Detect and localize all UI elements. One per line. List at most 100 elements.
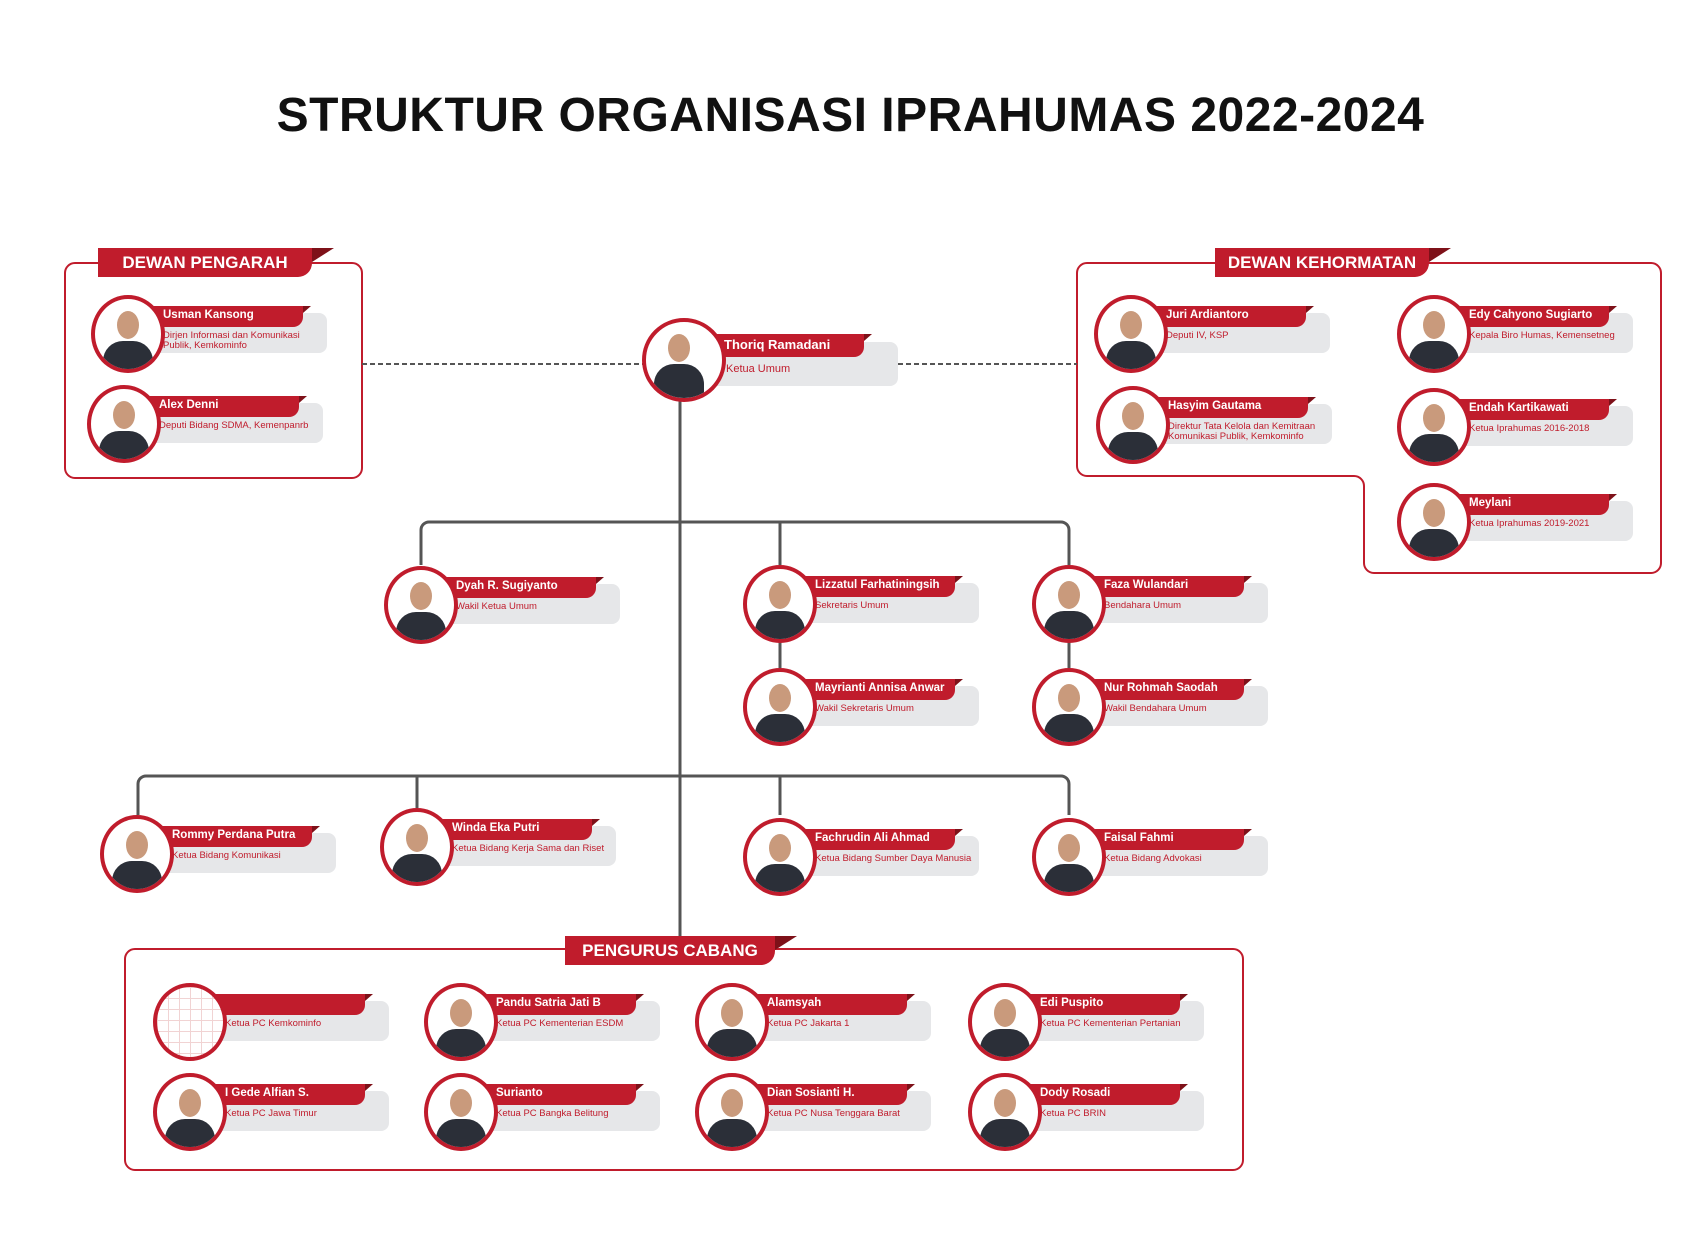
person-body-icon xyxy=(112,861,162,889)
person-body-icon xyxy=(99,431,149,459)
member-photo xyxy=(1397,295,1471,373)
member-role: Direktur Tata Kelola dan Kemitraan Komun… xyxy=(1168,421,1316,442)
member-role: Dirjen Informasi dan Komunikasi Publik, … xyxy=(163,330,300,351)
person-body-icon xyxy=(436,1029,486,1057)
member-role: Ketua PC Kementerian ESDM xyxy=(496,1018,624,1029)
member-role: Wakil Ketua Umum xyxy=(456,601,537,612)
member-card: Faza Wulandari Bendahara Umum xyxy=(1032,561,1272,643)
member-name: Dian Sosianti H. xyxy=(767,1087,855,1099)
name-banner xyxy=(416,819,600,840)
member-role: Ketua Iprahumas 2019-2021 xyxy=(1469,518,1590,529)
member-card: Winda Eka Putri Ketua Bidang Kerja Sama … xyxy=(380,804,620,886)
member-card: Pandu Satria Jati B Ketua PC Kementerian… xyxy=(424,979,664,1061)
name-banner xyxy=(731,994,915,1015)
person-head-icon xyxy=(1423,499,1445,527)
dewan-kehormatan-header: DEWAN KEHORMATAN xyxy=(1215,248,1451,277)
person-head-icon xyxy=(994,1089,1016,1117)
member-photo xyxy=(153,1073,227,1151)
member-role: Kepala Biro Humas, Kemensetneg xyxy=(1469,330,1615,341)
member-photo xyxy=(1397,483,1471,561)
member-name: Pandu Satria Jati B xyxy=(496,997,601,1009)
name-banner xyxy=(420,577,604,598)
dewan-kehormatan-frame xyxy=(1076,262,1662,574)
member-role: Ketua PC Nusa Tenggara Barat xyxy=(767,1108,900,1119)
person-head-icon xyxy=(126,831,148,859)
member-role: Ketua Bidang Sumber Daya Manusia xyxy=(815,853,972,864)
member-role: Ketua PC Kemkominfo xyxy=(225,1018,322,1029)
person-head-icon xyxy=(179,1089,201,1117)
member-card: Alamsyah Ketua PC Jakarta 1 xyxy=(695,979,935,1061)
member-photo xyxy=(380,808,454,886)
member-name: Alex Denni xyxy=(159,399,219,411)
member-photo xyxy=(1096,386,1170,464)
member-card: Meylani Ketua Iprahumas 2019-2021 xyxy=(1397,479,1637,561)
member-card: Lizzatul Farhatiningsih Sekretaris Umum xyxy=(743,561,983,643)
person-body-icon xyxy=(1108,432,1158,460)
person-body-icon xyxy=(103,341,153,369)
member-card: Usman Kansong Dirjen Informasi dan Komun… xyxy=(91,291,331,373)
person-head-icon xyxy=(721,999,743,1027)
person-head-icon xyxy=(1122,402,1144,430)
member-name: Meylani xyxy=(1469,497,1512,509)
member-card: Dian Sosianti H. Ketua PC Nusa Tenggara … xyxy=(695,1069,935,1151)
person-body-icon xyxy=(755,611,805,639)
person-body-icon xyxy=(1409,434,1459,462)
member-photo xyxy=(1397,388,1471,466)
member-role: Ketua PC Jakarta 1 xyxy=(767,1018,850,1029)
member-card: Edy Cahyono Sugiarto Kepala Biro Humas, … xyxy=(1397,291,1637,373)
member-photo xyxy=(1032,565,1106,643)
member-card: Surianto Ketua PC Bangka Belitung xyxy=(424,1069,664,1151)
dewan-pengarah-header: DEWAN PENGARAH xyxy=(98,248,334,277)
person-head-icon xyxy=(668,334,690,362)
person-head-icon xyxy=(721,1089,743,1117)
member-card: Faisal Fahmi Ketua Bidang Advokasi xyxy=(1032,814,1272,896)
member-role: Wakil Bendahara Umum xyxy=(1104,703,1207,714)
person-head-icon xyxy=(450,999,472,1027)
person-body-icon xyxy=(165,1119,215,1147)
member-role: Deputi Bidang SDMA, Kemenpanrb xyxy=(159,420,309,431)
name-banner xyxy=(1004,1084,1188,1105)
person-body-icon xyxy=(707,1029,757,1057)
member-photo xyxy=(87,385,161,463)
dewan-pengarah-frame xyxy=(64,262,363,479)
name-banner xyxy=(189,1084,373,1105)
name-banner xyxy=(1433,494,1617,515)
member-card: Juri Ardiantoro Deputi IV, KSP xyxy=(1094,291,1334,373)
person-body-icon xyxy=(1044,864,1094,892)
name-banner xyxy=(123,396,307,417)
member-card: Rommy Perdana Putra Ketua Bidang Komunik… xyxy=(100,811,340,893)
member-role: Ketua PC Bangka Belitung xyxy=(496,1108,609,1119)
name-banner xyxy=(1068,679,1252,700)
member-card: Endah Kartikawati Ketua Iprahumas 2016-2… xyxy=(1397,384,1637,466)
member-photo xyxy=(424,1073,498,1151)
member-name: Faza Wulandari xyxy=(1104,579,1189,591)
person-body-icon xyxy=(396,612,446,640)
member-name: Edy Cahyono Sugiarto xyxy=(1469,309,1593,321)
member-name: Hasyim Gautama xyxy=(1168,400,1262,412)
member-name: Winda Eka Putri xyxy=(452,822,540,834)
member-role: Ketua Bidang Kerja Sama dan Riset xyxy=(452,843,605,854)
member-card: Alex Denni Deputi Bidang SDMA, Kemenpanr… xyxy=(87,381,327,463)
name-banner xyxy=(189,994,373,1015)
member-photo xyxy=(968,983,1042,1061)
name-banner xyxy=(779,679,963,700)
member-card: Nur Rohmah Saodah Wakil Bendahara Umum xyxy=(1032,664,1272,746)
member-name: Rommy Perdana Putra xyxy=(172,829,296,841)
person-body-icon xyxy=(1044,714,1094,742)
name-banner xyxy=(1433,306,1617,327)
person-head-icon xyxy=(117,311,139,339)
person-body-icon xyxy=(1409,529,1459,557)
member-photo xyxy=(968,1073,1042,1151)
member-role: Ketua Bidang Komunikasi xyxy=(172,850,281,861)
member-name: Nur Rohmah Saodah xyxy=(1104,682,1218,694)
person-body-icon xyxy=(707,1119,757,1147)
name-banner xyxy=(1433,399,1617,420)
name-banner xyxy=(1130,306,1314,327)
member-role: Ketua PC BRIN xyxy=(1040,1108,1106,1119)
member-role: Ketua PC Jawa Timur xyxy=(225,1108,317,1119)
person-head-icon xyxy=(1058,834,1080,862)
member-photo xyxy=(743,565,817,643)
person-head-icon xyxy=(769,581,791,609)
page-title: STRUKTUR ORGANISASI IPRAHUMAS 2022-2024 xyxy=(276,89,1425,142)
